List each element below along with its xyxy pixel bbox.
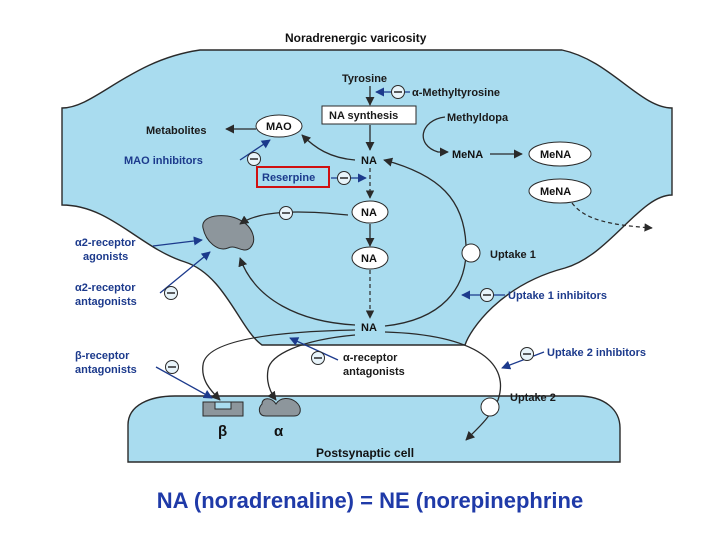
uptake1-inhibitors-label: Uptake 1 inhibitors (508, 290, 607, 302)
a-antagonists-label-2: antagonists (343, 366, 405, 378)
mao-inhibitors-label: MAO inhibitors (124, 155, 203, 167)
mena-vesicle-2 (528, 178, 592, 204)
methyldopa-label: Methyldopa (447, 112, 509, 124)
reserpine-label: Reserpine (262, 172, 315, 184)
a2-agonists-label-1: α2-receptor (75, 237, 136, 249)
a2-antagonists-label-2: antagonists (75, 296, 137, 308)
mao-inhibitors-arrow (239, 139, 271, 161)
na-to-beta-arrow (202, 329, 356, 401)
mao-node (255, 114, 303, 138)
b-antagonists-label-2: antagonists (75, 364, 137, 376)
b-antagonists-inhibit-icon (165, 360, 179, 374)
na-vesicle-2 (351, 246, 389, 270)
beta-receptor-icon (202, 401, 244, 417)
a2-agonists-label-2: agonists (83, 251, 128, 263)
na-synthesis-box (321, 105, 417, 125)
uptake2-inhibit-icon (520, 347, 534, 361)
na-synaptic-label: NA (361, 322, 377, 334)
b-antagonists-arrow (155, 366, 213, 399)
uptake1-transporter-icon (461, 243, 481, 263)
tyrosine-label: Tyrosine (342, 73, 387, 85)
methyldopa-to-mena-arrow (422, 116, 449, 157)
alpha-receptor-icon (258, 398, 301, 417)
methyltyrosine-inhibit-icon (391, 85, 405, 99)
na-to-mao-arrow (301, 134, 356, 161)
uptake2-arrow (384, 331, 502, 441)
mena-vesicle-1 (528, 141, 592, 167)
metabolites-label: Metabolites (146, 125, 207, 137)
na-vesicle-label-1: NA (361, 207, 377, 219)
alpha2-inhibit-icon (279, 206, 293, 220)
reserpine-inhibit-icon (337, 171, 351, 185)
alpha-label: α (274, 423, 284, 440)
a-antagonists-inhibit-icon (311, 351, 325, 365)
mao-inhibit-icon (247, 152, 261, 166)
a-antagonists-label-1: α-receptor (343, 352, 398, 364)
a-antagonists-arrow (289, 337, 339, 361)
a2-antagonists-inhibit-icon (164, 286, 178, 300)
uptake2-inhibitors-label: Uptake 2 inhibitors (547, 347, 646, 359)
uptake2-inhibitors-arrow (501, 351, 545, 370)
na-synthesis-label: NA synthesis (329, 110, 398, 122)
na-cytoplasm-label: NA (361, 155, 377, 167)
uptake2-label: Uptake 2 (510, 392, 556, 404)
mena-label-1: MeNA (452, 149, 483, 161)
mena-label-2: MeNA (540, 149, 571, 161)
na-vesicle-label-2: NA (361, 253, 377, 265)
a2-antagonists-arrow (159, 251, 211, 294)
mena-label-3: MeNA (540, 186, 571, 198)
beta-label: β (218, 423, 227, 440)
caption: NA (noradrenaline) = NE (norepinephrine (156, 488, 584, 513)
na-vesicle-1 (351, 200, 389, 224)
postsynaptic-cell-label: Postsynaptic cell (316, 446, 414, 460)
uptake1-inhibit-icon (480, 288, 494, 302)
b-antagonists-label-1: β-receptor (75, 350, 130, 362)
mao-label: MAO (266, 121, 292, 133)
uptake1-label: Uptake 1 (490, 249, 536, 261)
na-to-alpha-arrow (266, 334, 356, 401)
a2-antagonists-label-1: α2-receptor (75, 282, 136, 294)
methyltyrosine-label: α-Methyltyrosine (412, 87, 500, 99)
diagram-title: Noradrenergic varicosity (285, 31, 427, 45)
na-to-alpha2-arrow (238, 257, 356, 326)
a2-agonists-arrow (152, 236, 203, 247)
reserpine-highlight-box (256, 166, 330, 188)
uptake2-transporter-icon (480, 397, 500, 417)
